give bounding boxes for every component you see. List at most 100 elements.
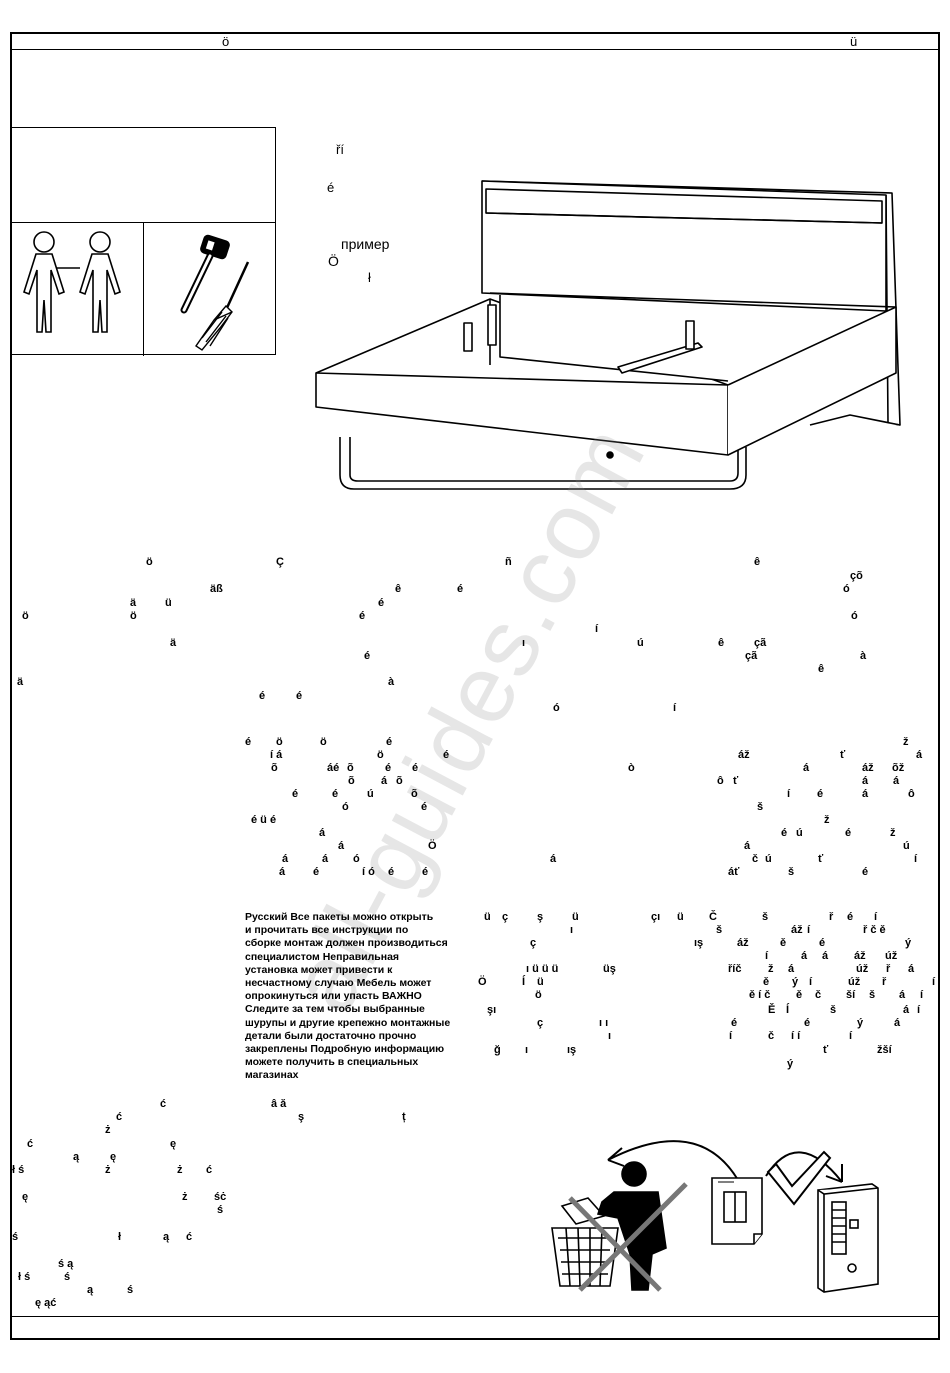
scattered-glyph: ğ [494,1044,501,1056]
scattered-glyph: é [862,866,869,878]
scattered-glyph: á [916,749,923,761]
scattered-glyph: č [815,989,822,1001]
scattered-glyph: š [757,801,764,813]
scattered-glyph: ť [733,775,739,787]
scattered-glyph: č [768,1030,775,1042]
scattered-glyph: ü [165,597,172,609]
scattered-glyph: à [388,676,395,688]
scattered-glyph: ê [754,556,761,568]
scattered-glyph: ñ [505,556,512,568]
scattered-glyph: ú [903,840,910,852]
scattered-glyph: ý [905,937,912,949]
side-note-3: пример [341,236,390,252]
scattered-glyph: á [894,1017,901,1029]
bed-illustration [315,180,901,490]
scattered-glyph: áž [738,749,750,761]
scattered-glyph: žší [877,1044,892,1056]
scattered-glyph: Č [709,911,717,923]
scattered-glyph: ř [882,976,887,988]
scattered-glyph: áť [728,866,740,878]
scattered-glyph: ú [765,853,772,865]
scattered-glyph: é [422,866,429,878]
scattered-glyph: é [296,690,303,702]
scattered-glyph: Ç [276,556,284,568]
scattered-glyph: Ö [478,976,487,988]
scattered-glyph: é [313,866,320,878]
scattered-glyph: ı [525,1044,529,1056]
scattered-glyph: é [245,736,252,748]
scattered-glyph: š [869,989,876,1001]
scattered-glyph: ť [823,1044,829,1056]
scattered-glyph: şı [487,1004,497,1016]
requirements-box [10,127,276,356]
scattered-glyph: áž [854,950,866,962]
scattered-glyph: ô [717,775,724,787]
header-divider [10,49,940,50]
scattered-glyph: ú [637,637,644,649]
scattered-glyph: ś [12,1231,19,1243]
scattered-glyph: ě [763,976,770,988]
scattered-glyph: áž [791,924,803,936]
scattered-glyph: á [899,989,906,1001]
box-divider-h [10,222,275,223]
scattered-glyph: á [319,827,326,839]
scattered-glyph: ę [170,1138,177,1150]
scattered-glyph: á [803,762,810,774]
scattered-glyph: śċ [214,1191,227,1203]
scattered-glyph: é [845,827,852,839]
scattered-glyph: ř [886,963,891,975]
ru-line: Следите за тем чтобы выбранные [245,1003,425,1016]
scattered-glyph: õž [892,762,905,774]
scattered-glyph: ą [163,1231,170,1243]
ru-line: опрокинуться или упасть ВАЖНО [245,990,422,1003]
scattered-glyph: ú [367,788,374,800]
scattered-glyph: ě í č [749,989,771,1001]
scattered-glyph: é [388,866,395,878]
scattered-glyph: ı ü ü ü [526,963,559,975]
scattered-glyph: č [752,853,759,865]
scattered-glyph: á [862,775,869,787]
no-trash-icon [551,1161,688,1292]
scattered-glyph: á [788,963,795,975]
scattered-glyph: í ó [362,866,375,878]
scattered-glyph: é [359,610,366,622]
scattered-glyph: ę [110,1151,117,1163]
scattered-glyph: š [716,924,723,936]
scattered-glyph: é [292,788,299,800]
ru-line: детали были достаточно прочно [245,1029,417,1042]
scattered-glyph: õ [411,788,418,800]
scattered-glyph: í [849,1030,853,1042]
scattered-glyph: ś [127,1284,134,1296]
side-note-2: é [327,180,335,195]
scattered-glyph: á [744,840,751,852]
scattered-glyph: Ö [428,840,437,852]
scattered-glyph: ó [353,853,360,865]
ru-line: сборке монтаж должен производиться [245,937,448,950]
ru-line: можете получить в специальных [245,1056,419,1069]
scattered-glyph: ę ąć [35,1297,57,1309]
scattered-glyph: ö [535,989,542,1001]
scattered-glyph: õ [348,775,355,787]
scattered-glyph: ć [186,1231,193,1243]
scattered-glyph: í [932,976,936,988]
scattered-glyph: í [595,623,599,635]
page-frame [10,32,940,1340]
scattered-glyph: ž [824,814,830,826]
ru-line: магазинах [245,1069,299,1082]
scattered-glyph: ş [537,911,544,923]
scattered-glyph: ț [402,1111,406,1123]
scattered-glyph: é [332,788,339,800]
scattered-glyph: á [822,950,829,962]
scattered-glyph: Í [522,976,526,988]
header-left-char: ö [222,34,230,49]
scattered-glyph: üş [603,963,616,975]
scattered-glyph: ž [903,736,909,748]
scattered-glyph: ż [105,1164,111,1176]
scattered-glyph: ı ı [599,1017,609,1029]
scattered-glyph: ó [843,583,850,595]
scattered-glyph: ý [792,976,799,988]
box-divider-v [143,222,144,356]
scattered-glyph: ı [522,637,526,649]
footer-divider [10,1316,940,1317]
scattered-glyph: ä [130,597,137,609]
